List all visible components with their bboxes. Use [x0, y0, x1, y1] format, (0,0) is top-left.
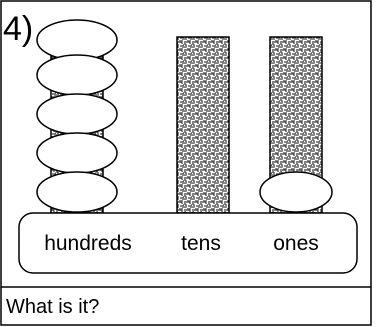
bead [36, 171, 118, 213]
bead [36, 19, 118, 61]
place-value-label-box [18, 212, 358, 274]
question-text: What is it? [6, 296, 100, 318]
label-ones: ones [273, 232, 319, 255]
bead [36, 132, 118, 174]
ones-beads [259, 171, 333, 213]
question-cell: What is it? [1, 287, 371, 325]
bead [36, 54, 118, 96]
bead [259, 171, 333, 213]
bead [36, 93, 118, 135]
label-hundreds: hundreds [44, 232, 132, 255]
problem-number: 4) [3, 10, 33, 48]
label-tens: tens [181, 232, 221, 255]
hundreds-beads [36, 19, 118, 213]
rod-tens [176, 36, 230, 214]
